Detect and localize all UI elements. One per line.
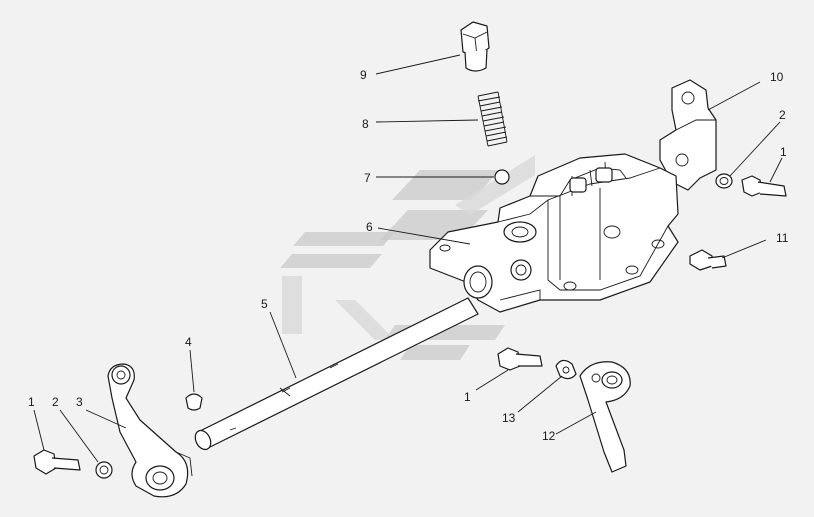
leader-lines [33,54,783,463]
part-1-bolt-middle [497,347,543,371]
label-12: 12 [542,429,556,443]
label-6: 6 [366,220,373,234]
label-13: 13 [502,411,516,425]
label-8: 8 [362,117,369,131]
label-4: 4 [185,335,192,349]
part-13-lock-washer [555,359,577,380]
label-2-left: 2 [52,395,59,409]
part-labels: 9 8 7 6 10 2 1 11 5 4 1 2 3 1 13 12 [28,68,789,443]
part-1-bolt-left [33,449,81,475]
watermark-logo [280,155,535,360]
part-1-bolt-right [741,175,787,197]
part-12-short-lever [579,361,631,473]
label-10: 10 [770,70,784,84]
label-7: 7 [364,171,371,185]
label-5: 5 [261,297,268,311]
label-1-right: 1 [780,145,787,159]
part-2-washer-right [715,173,733,189]
part-6-housing [429,153,679,313]
part-5-shaft [194,297,479,451]
label-9: 9 [360,68,367,82]
label-2-right: 2 [779,108,786,122]
label-3: 3 [76,395,83,409]
part-8-spring [477,91,508,147]
label-1-middle: 1 [464,390,471,404]
part-10-bracket [659,79,717,191]
part-2-washer-left [95,461,113,479]
part-9-cap-bolt [460,21,490,72]
part-4-key [185,393,203,411]
part-11-fitting [689,249,727,271]
label-11: 11 [776,231,789,245]
part-7-ball [494,169,510,185]
part-3-lever [107,363,193,498]
label-1-left: 1 [28,395,35,409]
